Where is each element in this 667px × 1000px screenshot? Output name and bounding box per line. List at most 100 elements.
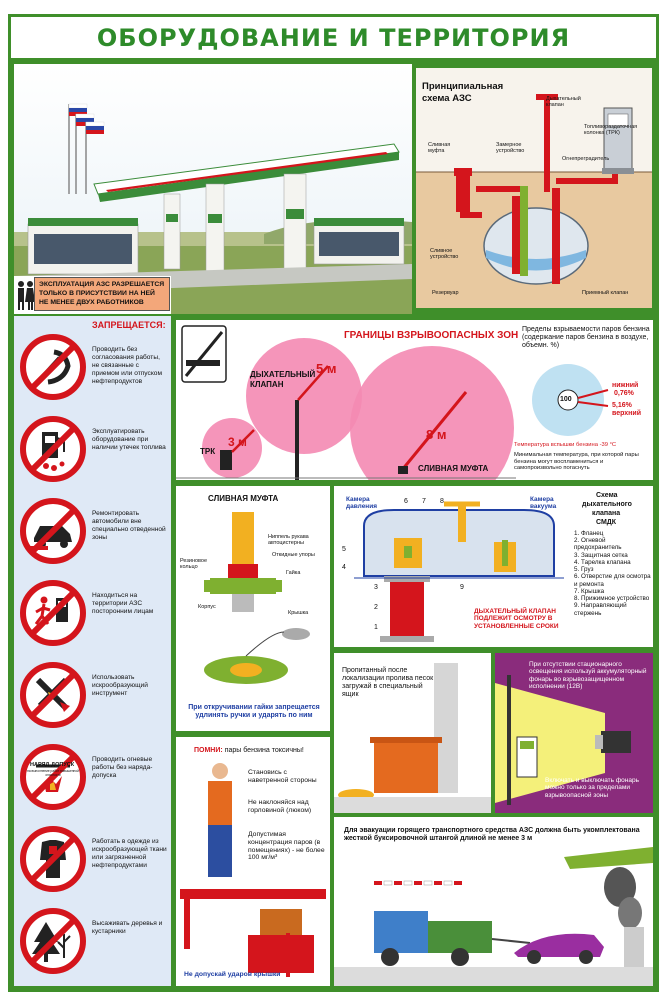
vapor-tip-1: Становись с наветренной стороны (248, 769, 317, 784)
valve-pressure-chamber: Камера давления (346, 496, 378, 511)
forbidden-item-unauthorized-work: Проводить без согласования работы, не св… (18, 330, 168, 408)
valve-part: 1. Фланец (574, 530, 604, 537)
two-workers-warning: ЭКСПЛУАТАЦИЯ АЗС РАЗРЕШАЕТСЯ ТОЛЬКО В ПР… (34, 277, 170, 311)
valve-number-8: 8 (440, 498, 444, 505)
coupling-nut-label: Гайка (286, 570, 301, 576)
valve-number-6: 6 (404, 498, 408, 505)
title-bar: ОБОРУДОВАНИЕ И ТЕРРИТОРИЯ (8, 14, 659, 58)
valve-part: 6. Отверстие для осмотра и ремонта (574, 573, 651, 588)
forbidden-item-label-5: Проводить огневые работы без наряда-допу… (92, 756, 153, 779)
valve-part: 3. Защитная сетка (574, 551, 628, 559)
zones-lower-value: 0,76% (614, 390, 634, 397)
forbidden-heading: ЗАПРЕЩАЕТСЯ: (92, 320, 166, 330)
coupling-body-label: Корпус (198, 604, 216, 610)
valve-part: 5. Груз (574, 566, 594, 574)
scheme-pump-label: Топливораздаточная колонка (ТРК) (584, 124, 638, 137)
valve-part: 9. Направляющий стержень (574, 602, 627, 617)
valve-number-9: 9 (460, 584, 464, 591)
vapor-panel: ПОМНИ: пары бензина токсичны! Становись … (176, 737, 330, 986)
breath-valve-diagram (354, 501, 564, 642)
zones-distance-coupling: 8 м (426, 427, 447, 442)
valve-title-1: Схема (596, 492, 618, 499)
drain-coupling-diagram (204, 512, 310, 684)
zones-upper-label: верхний (612, 410, 642, 417)
coupling-title: СЛИВНАЯ МУФТА (208, 494, 279, 503)
scheme-coupling-label: Сливная муфта (428, 142, 451, 155)
drain-coupling-panel: СЛИВНАЯ МУФТА Ниппель рукава автоцистерн… (176, 486, 330, 731)
valve-number-5: 5 (342, 546, 346, 553)
scheme-title-line2: схема АЗС (422, 93, 472, 104)
coupling-nipple-label: Ниппель рукава автоцистерны (268, 534, 309, 547)
valve-inspection-note: ДЫХАТЕЛЬНЫЙ КЛАПАН ПОДЛЕЖИТ ОСМОТРУ В УС… (474, 608, 559, 630)
zones-gauge-value: 100 (560, 396, 572, 403)
vapor-tip-3: Допустимая концентрация паров (в помещен… (248, 831, 325, 862)
forbidden-item-label-1: Эксплуатировать оборудование при наличии… (92, 428, 166, 451)
forbidden-item-label-3: Находиться на территории АЗС посторонним… (92, 592, 154, 615)
valve-title-2: дыхательного (582, 501, 632, 508)
zones-breath-valve-line1: ДЫХАТЕЛЬНЫЙ (250, 370, 316, 379)
forbidden-item-spark-tools: Использовать искрообразующий инструмент (18, 658, 168, 736)
forbidden-item-fire-works: НАРЯД-ДОПУСК на выполнение работ повышен… (18, 740, 168, 818)
two-workers-icon (18, 281, 35, 310)
coupling-stops-label: Откидные упоры (272, 552, 315, 558)
zones-coupling-label: СЛИВНАЯ МУФТА (418, 464, 489, 473)
zones-min-temp: Минимальная температура, при которой пар… (514, 452, 639, 472)
scheme-title-line1: Принципиальная (422, 81, 504, 92)
coupling-ring-label: Резиновое кольцо (180, 558, 208, 571)
zones-distance-trk: 3 м (228, 435, 247, 449)
valve-part: 7. Крышка (574, 587, 605, 595)
zones-breath-valve-line2: КЛАПАН (250, 380, 284, 389)
forbidden-item-clothing: Работать в одежде из искрообразующей тка… (18, 822, 168, 900)
zones-limits-text: Пределы взрываемости паров бензина (соде… (522, 326, 650, 350)
valve-parts-list: 1. Фланец 2. Огневой предохранитель 3. З… (574, 530, 652, 617)
lamp-top-text: При отсутствии стационарного освещения и… (529, 661, 647, 691)
explosion-zones-diagram (176, 325, 609, 480)
scheme-breath-valve-label: Дыхательный клапан (546, 96, 581, 109)
forbidden-item-car-repair: Ремонтировать автомобили вне специально … (18, 494, 168, 572)
scheme-intake-valve-label: Приемный клапан (582, 290, 629, 296)
worker-illustration (180, 763, 326, 977)
no-smoking-icon (186, 360, 220, 366)
zones-upper-value: 5,16% (612, 402, 632, 409)
valve-number-7: 7 (422, 498, 426, 505)
valve-vacuum-chamber: Камера вакуума (530, 496, 557, 511)
sand-box-illustration (334, 663, 491, 813)
zones-flash-point: Температура вспышки бензина -39 °С (514, 442, 617, 448)
forbidden-item-fuel-leaks: Эксплуатировать оборудование при наличии… (18, 412, 168, 490)
forbidden-item-label-4: Использовать искрообразующий инструмент (92, 674, 148, 697)
valve-number-3: 3 (374, 584, 378, 591)
scheme-tank-label: Резервуар (432, 290, 459, 296)
lamp-bottom-text: Включать и выключать фонарь можно только… (545, 777, 640, 799)
zones-trk-label: ТРК (200, 447, 216, 456)
coupling-cap-label: Крышка (288, 610, 309, 616)
gas-station-illustration (14, 64, 412, 314)
valve-title-3: клапана (592, 510, 621, 517)
warning-line2: ТОЛЬКО В ПРИСУТСТВИИ НА НЕЙ (39, 290, 155, 298)
zones-lower-label: нижний (612, 382, 639, 389)
forbidden-item-strangers: Находиться на территории АЗС посторонним… (18, 576, 168, 654)
station-scheme-panel: Принципиальная схема АЗС Дыхательный кла… (416, 68, 652, 308)
scheme-drain-label: Сливное устройство (430, 248, 459, 261)
zones-title: ГРАНИЦЫ ВЗРЫВООПАСНЫХ ЗОН (344, 330, 519, 341)
tree-icon (32, 922, 71, 962)
zones-distance-valve: 5 м (316, 361, 337, 376)
forbidden-item-label-0: Проводить без согласования работы, не св… (92, 346, 162, 385)
evacuation-illustration (334, 847, 653, 986)
lamp-panel: При отсутствии стационарного освещения и… (495, 653, 653, 813)
forbidden-item-trees: Высаживать деревья и кустарники (18, 904, 168, 982)
forbidden-item-label-6: Работать в одежде из искрообразующей тка… (92, 838, 167, 869)
evacuation-panel: Для эвакуации горящего транспортного сре… (334, 817, 653, 986)
vapor-tip-2: Не наклоняйся над горловиной (люком) (248, 799, 312, 814)
evacuation-text: Для эвакуации горящего транспортного сре… (344, 827, 640, 843)
valve-part: 8. Прижимное устройство (574, 595, 650, 603)
lamp-illustration (495, 675, 631, 805)
explosion-zones-panel: ГРАНИЦЫ ВЗРЫВООПАСНЫХ ЗОН ДЫХАТЕЛЬНЫЙ КЛ… (176, 320, 653, 480)
forbidden-item-label-7: Высаживать деревья и кустарники (92, 920, 163, 935)
warning-line1: ЭКСПЛУАТАЦИЯ АЗС РАЗРЕШАЕТСЯ (39, 281, 165, 288)
warning-line3: НЕ МЕНЕЕ ДВУХ РАБОТНИКОВ (39, 299, 144, 307)
poster-title: ОБОРУДОВАНИЕ И ТЕРРИТОРИЯ (96, 23, 571, 52)
forbidden-column: ЗАПРЕЩАЕТСЯ: Проводить без согласования … (14, 316, 171, 986)
sand-box-text: Пропитанный после локализации пролива пе… (342, 667, 434, 699)
vapor-heading: ПОМНИ: пары бензина токсичны! (194, 747, 304, 755)
